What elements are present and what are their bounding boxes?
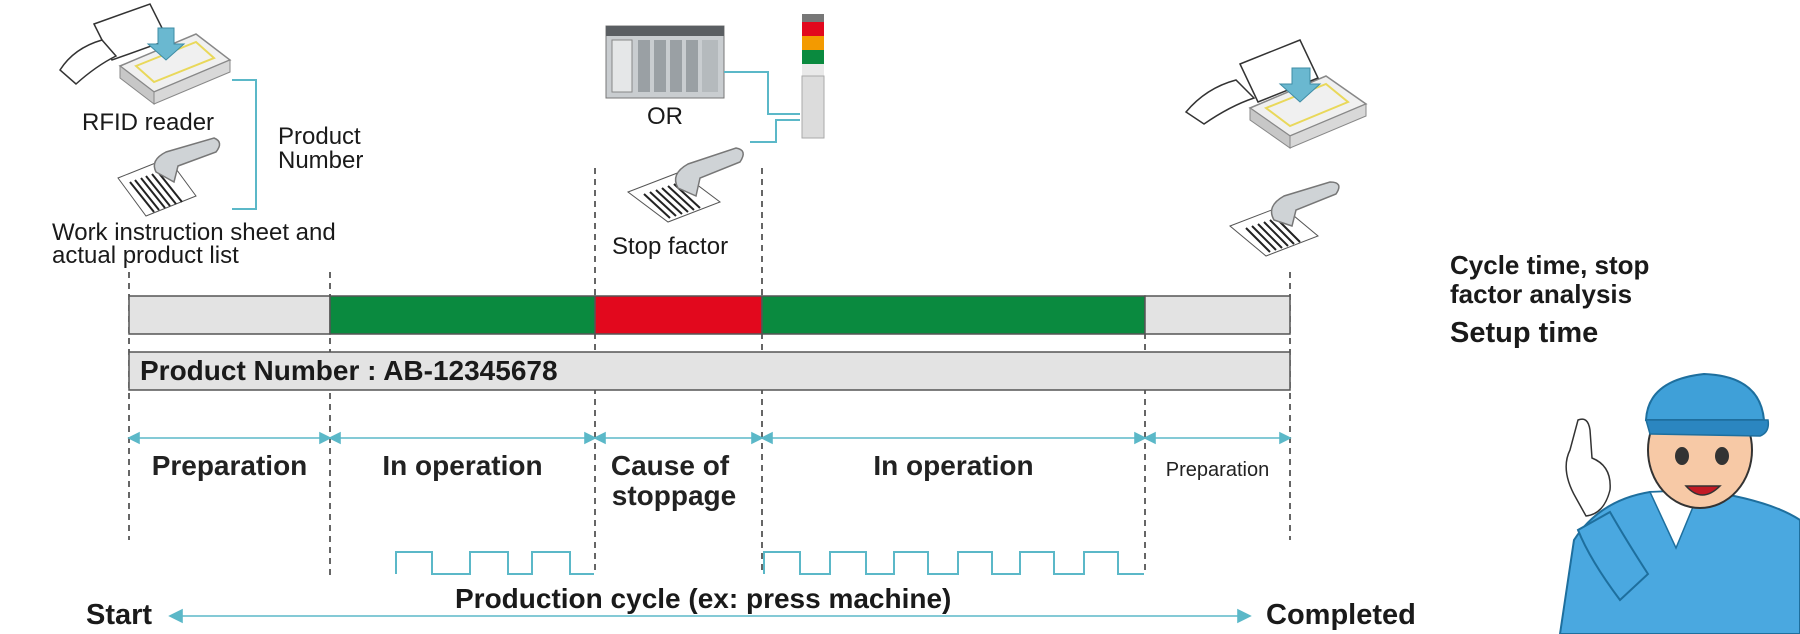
setup-time-label: Setup time [1450, 317, 1599, 349]
status-segment-stoppage [594, 295, 763, 335]
analysis-label-line2: factor analysis [1450, 279, 1633, 309]
barcode-scanner-icon [1229, 181, 1340, 257]
rfid-reader-icon [1184, 39, 1368, 149]
product-number-bar [128, 351, 1291, 391]
signal-tower-icon [801, 14, 825, 139]
segment-label-preparation-1: Preparation [151, 450, 308, 481]
worker-character-icon [1558, 372, 1800, 634]
segment-label-stoppage-line1: Cause of [610, 450, 730, 481]
product-number-bracket [232, 79, 257, 210]
or-label: OR [647, 103, 683, 130]
stop-factor-label: Stop factor [612, 233, 729, 260]
production-cycle-label: Production cycle (ex: press machine) [455, 583, 952, 614]
work-instruction-label-line1: Work instruction sheet and [52, 219, 336, 246]
product-number-label-line1: Product [278, 123, 361, 150]
completed-label: Completed [1266, 599, 1416, 631]
status-segment-preparation-1 [128, 295, 331, 335]
barcode-scanner-icon [117, 137, 221, 217]
segment-label-stoppage-line2: stoppage [611, 480, 737, 511]
duration-arrows [127, 431, 1292, 445]
status-segment-operation-2 [761, 295, 1146, 335]
product-number-value: Product Number : AB-12345678 [140, 355, 558, 386]
status-bar [128, 295, 1291, 335]
start-label: Start [86, 599, 153, 631]
plc-controller-icon [605, 25, 725, 99]
work-instruction-label-line2: actual product list [52, 242, 239, 269]
segment-label-operation-1: In operation [382, 450, 543, 481]
overall-arrow [168, 608, 1252, 624]
rfid-reader-icon [59, 3, 232, 106]
product-number-label-line2: Number [278, 147, 364, 174]
barcode-scanner-icon [626, 147, 744, 223]
analysis-label-line1: Cycle time, stop [1450, 250, 1650, 280]
rfid-reader-label: RFID reader [82, 109, 215, 136]
segment-label-operation-2: In operation [873, 450, 1034, 481]
signal-connectors [724, 71, 800, 143]
status-segment-preparation-2 [1144, 295, 1291, 335]
segment-label-preparation-2: Preparation [1165, 459, 1270, 481]
status-segment-operation-1 [329, 295, 596, 335]
cycle-pulses [395, 551, 1144, 575]
